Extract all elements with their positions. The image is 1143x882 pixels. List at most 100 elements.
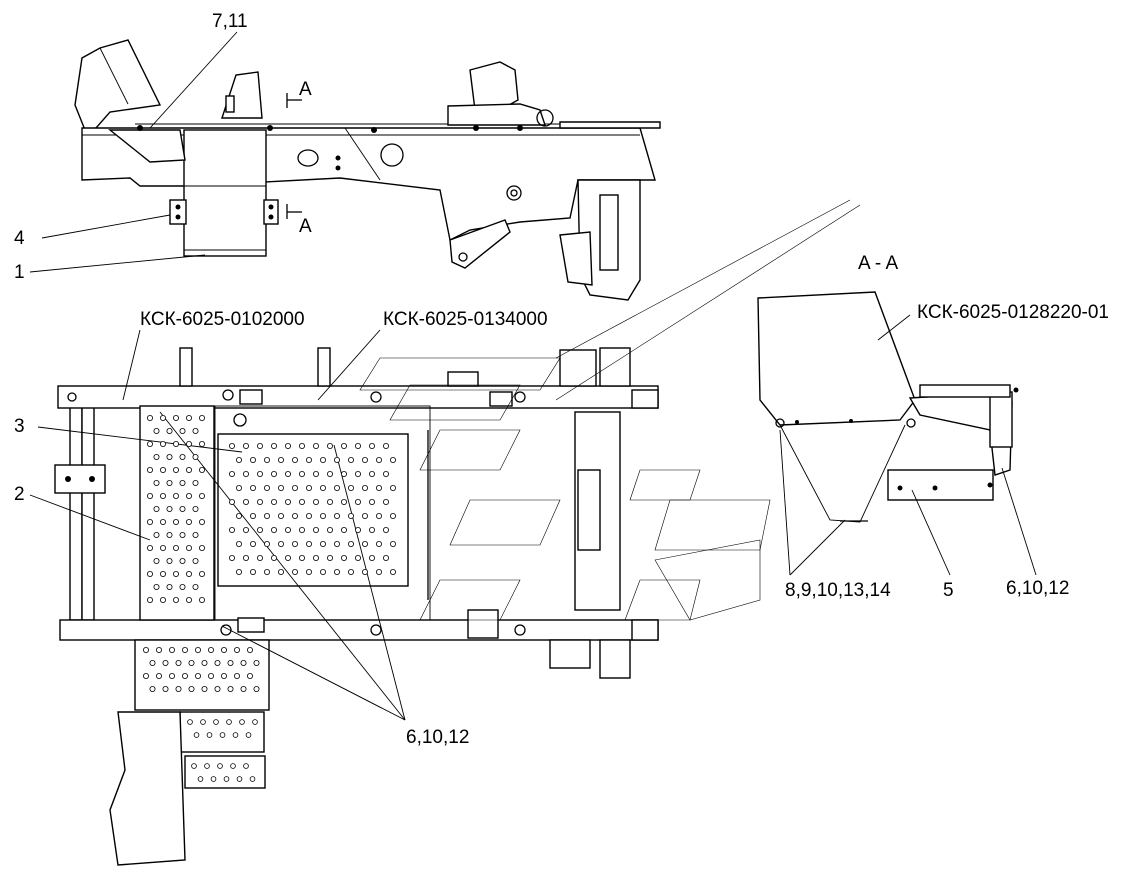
perforation-hole [333, 569, 340, 576]
perforation-hole [256, 527, 263, 534]
perforation-hole [340, 498, 347, 505]
perforation-hole [382, 470, 389, 477]
perforation-hole [192, 584, 199, 591]
perforation-hole [340, 470, 347, 477]
perforation-hole [194, 647, 201, 654]
perforation-hole [270, 442, 277, 449]
perforation-hole [347, 569, 354, 576]
perforation-hole [277, 484, 284, 491]
perforation-hole [210, 776, 217, 782]
perforation-hole [235, 456, 242, 463]
side-view [74, 39, 661, 301]
perforations [142, 414, 396, 782]
perforation-hole [181, 673, 188, 680]
perforation-hole [312, 442, 319, 449]
perforation-hole [361, 569, 368, 576]
perforation-hole [175, 660, 182, 667]
perforation-hole [252, 719, 258, 725]
perforation-hole [228, 442, 235, 449]
perforation-hole [179, 427, 186, 434]
perforation-hole [197, 776, 204, 782]
section-title: A - A [858, 253, 898, 274]
perforation-hole [198, 571, 205, 578]
perforation-hole [219, 732, 226, 738]
section-a-a [757, 291, 1019, 523]
perforation-hole [249, 513, 256, 520]
perforation-hole [198, 440, 205, 447]
perforation-hole [155, 673, 162, 680]
perforation-hole [146, 440, 153, 447]
perforation-hole [368, 527, 375, 534]
perforation-hole [159, 492, 166, 499]
perforation-hole [192, 505, 199, 512]
perforation-hole [146, 492, 153, 499]
perforation-hole [214, 660, 221, 667]
perforation-hole [149, 660, 156, 667]
perforation-hole [146, 466, 153, 473]
perforation-hole [185, 440, 192, 447]
perforation-hole [172, 597, 179, 604]
perforation-hole [162, 686, 169, 693]
perforation-hole [220, 647, 227, 654]
perforation-hole [240, 660, 247, 667]
perforation-hole [193, 732, 200, 738]
perforation-hole [284, 498, 291, 505]
perforation-hole [198, 519, 205, 526]
perforation-hole [159, 597, 166, 604]
perforation-hole [200, 719, 206, 725]
perforation-hole [253, 660, 260, 667]
perforation-hole [235, 484, 242, 491]
perforation-hole [168, 673, 175, 680]
perforation-hole [305, 541, 312, 548]
perforation-hole [298, 442, 305, 449]
perforation-hole [227, 660, 234, 667]
perforation-hole [326, 498, 333, 505]
perforation-hole [368, 555, 375, 562]
perforation-hole [207, 673, 214, 680]
leader-lines [29, 31, 1037, 721]
perforation-hole [389, 484, 396, 491]
perforation-hole [291, 513, 298, 520]
perforation-hole [361, 484, 368, 491]
perforation-hole [291, 569, 298, 576]
perforation-hole [198, 414, 205, 421]
perforation-hole [242, 498, 249, 505]
perforation-hole [146, 545, 153, 552]
perforation-hole [263, 541, 270, 548]
perforation-hole [326, 555, 333, 562]
perforation-hole [166, 532, 173, 539]
perforation-hole [277, 541, 284, 548]
callout-6-10-12-bottom: 6,10,12 [406, 727, 469, 748]
perforation-hole [172, 571, 179, 578]
perforation-hole [270, 527, 277, 534]
part-number-0102000: КСК-6025-0102000 [140, 309, 305, 330]
perforation-hole [192, 558, 199, 565]
perforation-hole [319, 541, 326, 548]
perforation-hole [298, 498, 305, 505]
perforation-hole [375, 484, 382, 491]
perforation-hole [239, 719, 245, 725]
perforation-hole [375, 456, 382, 463]
perforation-hole [375, 569, 382, 576]
perforation-hole [249, 541, 256, 548]
perforation-hole [340, 555, 347, 562]
perforation-hole [153, 453, 160, 460]
perforation-hole [312, 498, 319, 505]
perforation-hole [185, 466, 192, 473]
perforation-hole [243, 763, 249, 769]
perforation-hole [242, 555, 249, 562]
perforation-hole [223, 776, 230, 782]
perforation-hole [166, 427, 173, 434]
perforation-hole [220, 673, 227, 680]
perforation-hole [270, 498, 277, 505]
perforation-hole [326, 442, 333, 449]
perforation-hole [187, 719, 193, 725]
callout-1: 1 [14, 262, 25, 283]
perforation-hole [277, 569, 284, 576]
perforation-hole [179, 584, 186, 591]
perforation-hole [305, 456, 312, 463]
perforation-hole [375, 513, 382, 520]
perforation-hole [159, 519, 166, 526]
perforation-hole [312, 555, 319, 562]
perforation-hole [319, 456, 326, 463]
